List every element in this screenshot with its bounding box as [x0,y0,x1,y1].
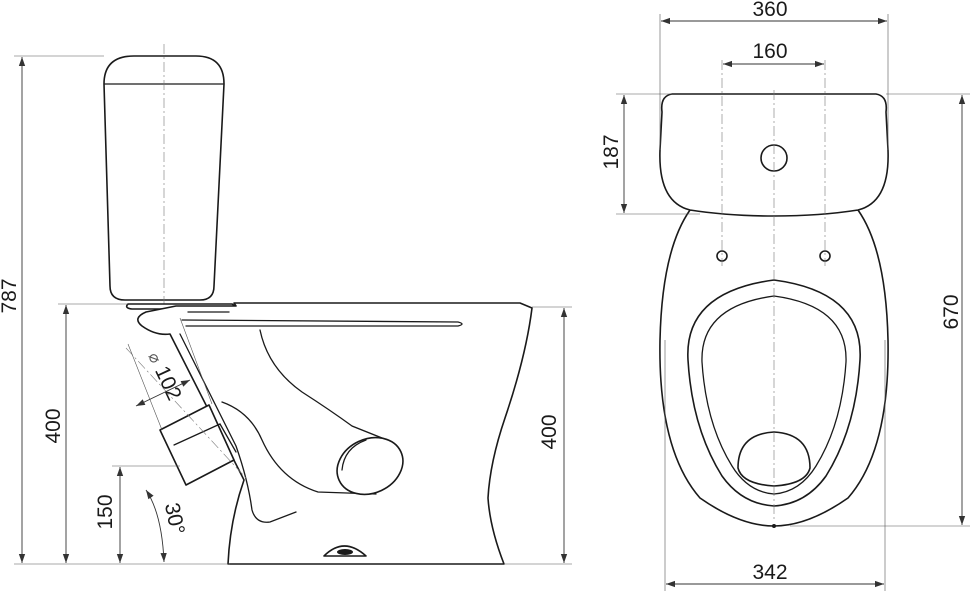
dim-outlet-angle: 30° [160,501,189,537]
floor-fixing-hole [337,549,353,555]
dim-pipe-diameter: 102 [150,363,186,404]
top-view: 360 160 187 670 342 [600,0,970,591]
dim-bowl-width: 342 [752,561,787,584]
dim-total-height: 787 [0,278,21,313]
trap-outlet-inner [341,439,367,471]
dim-line-pipe-diameter [135,379,191,407]
dim-tank-depth: 187 [600,134,623,169]
outlet-socket-edge [173,423,237,453]
bowl-body [137,302,533,565]
pipe-diameter-symbol: ⌀ [144,349,165,366]
outlet-socket [159,404,235,486]
trap-upper-wall [259,329,393,443]
side-view: 787 400 400 150 30° ⌀ 102 [0,44,572,565]
dim-arc-outlet-angle [145,489,167,563]
bowl-rim-line [181,319,463,327]
dim-bowl-height-back: 400 [538,414,561,449]
trap-outlet-end [336,436,404,496]
dim-total-length: 670 [940,294,963,329]
dim-bowl-height-front: 400 [42,408,65,443]
dim-mounting-spacing: 160 [752,40,787,63]
outlet-centerline [125,347,247,479]
rear-cavity-wall [179,333,297,523]
dim-tank-width: 360 [752,0,787,21]
front-point [772,524,776,528]
dim-outlet-height: 150 [94,494,117,529]
trap-lower-wall [221,401,377,495]
